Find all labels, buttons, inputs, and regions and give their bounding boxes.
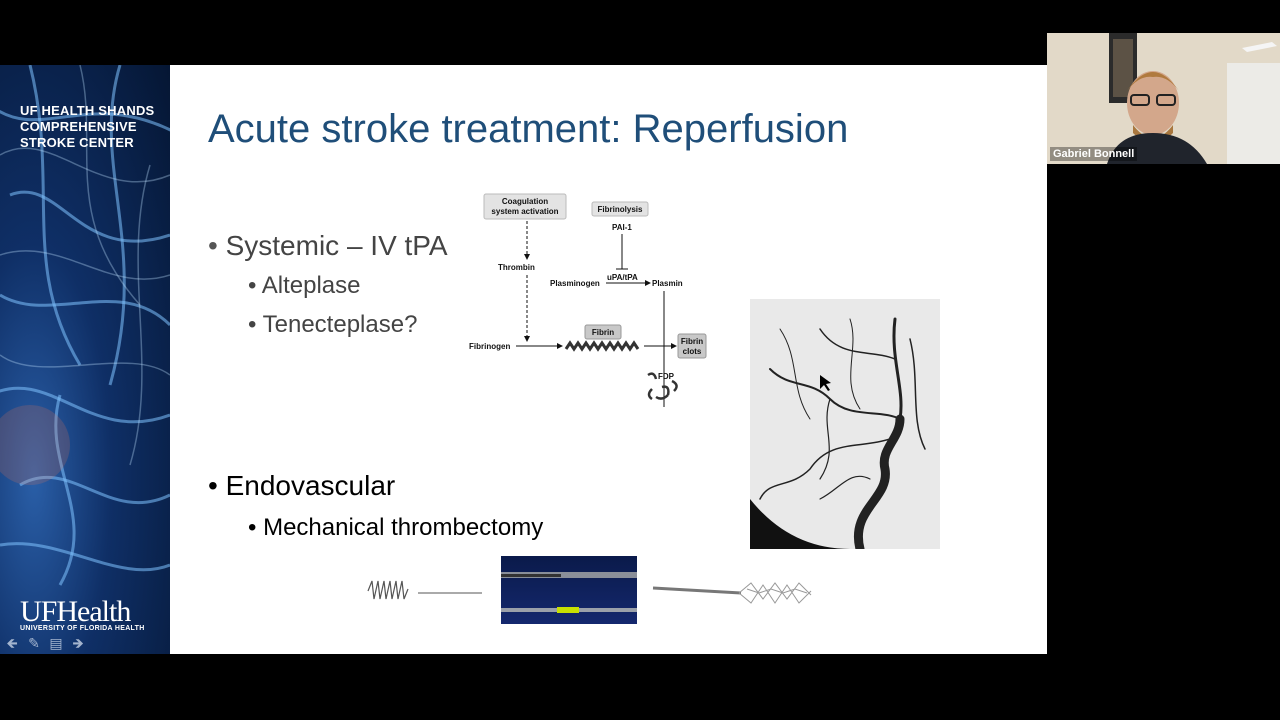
upa-label: uPA/tPA: [607, 273, 638, 282]
plasminogen-label: Plasminogen: [550, 279, 600, 288]
slide-sidebar: UF HEALTH SHANDS COMPREHENSIVE STROKE CE…: [0, 65, 170, 654]
brand-line-1: UF HEALTH SHANDS: [20, 103, 155, 118]
slideshow-toolbar: 🡸 ✎ ▤ 🡺: [0, 633, 104, 653]
neuron-background-image: [0, 65, 170, 586]
fibrinolysis-diagram: Coagulation system activation Thrombin F…: [469, 193, 707, 407]
sub-bullet-thrombectomy: • Mechanical thrombectomy: [248, 514, 544, 541]
bullet-endovascular-text: Endovascular: [225, 470, 396, 501]
fibrin-strand-icon: [564, 340, 640, 352]
stent-retriever-image: [652, 582, 812, 604]
sub-bullet-tenecteplase-text: Tenecteplase?: [262, 311, 418, 338]
thrombin-label: Thrombin: [498, 263, 535, 272]
coagulation-label-1: Coagulation: [502, 197, 548, 206]
brand-text: UF HEALTH SHANDS COMPREHENSIVE STROKE CE…: [20, 103, 154, 151]
brand-line-3: STROKE CENTER: [20, 135, 134, 150]
fibrinolysis-label: Fibrinolysis: [598, 205, 643, 214]
logo-subtitle: UNIVERSITY OF FLORIDA HEALTH: [20, 625, 145, 632]
next-slide-icon[interactable]: 🡺: [72, 635, 84, 651]
fibrinolysis-box: [591, 201, 649, 217]
fibrin-box: [584, 324, 622, 340]
bullet-systemic-text: Systemic – IV tPA: [225, 230, 448, 261]
participant-video-tile[interactable]: Gabriel Bonnell: [1047, 33, 1280, 164]
sub-bullet-tenecteplase: • Tenecteplase?: [248, 311, 418, 338]
brand-line-2: COMPREHENSIVE: [20, 119, 137, 134]
fibrin-clots-label-2: clots: [683, 347, 702, 356]
ufhealth-logo: UFHealth UNIVERSITY OF FLORIDA HEALTH: [20, 595, 145, 632]
participant-name-label: Gabriel Bonnell: [1050, 147, 1138, 161]
plasmin-label: Plasmin: [652, 279, 683, 288]
fibrin-label: Fibrin: [592, 328, 614, 337]
fdp-label: FDP: [658, 372, 675, 381]
pen-icon[interactable]: ✎: [28, 635, 40, 651]
coil-retriever-image: [367, 580, 482, 600]
cerebral-angiogram-image: [750, 299, 940, 549]
fibrin-clots-label-1: Fibrin: [681, 337, 703, 346]
sub-bullet-alteplase-text: Alteplase: [261, 272, 361, 299]
sub-bullet-thrombectomy-text: Mechanical thrombectomy: [263, 514, 544, 541]
previous-slide-icon[interactable]: 🡸: [6, 635, 18, 651]
fibrin-clots-box: [677, 333, 707, 359]
bullet-systemic: • Systemic – IV tPA: [208, 230, 448, 261]
participant-video-image: [1047, 33, 1280, 164]
fdp-fragments-icon: [647, 372, 678, 401]
slide-menu-icon[interactable]: ▤: [49, 635, 63, 651]
coagulation-box: [483, 193, 567, 220]
bullet-endovascular: • Endovascular: [208, 470, 396, 501]
pai-label: PAI-1: [612, 223, 632, 232]
aspiration-catheter-image: [501, 556, 637, 624]
slide: UF HEALTH SHANDS COMPREHENSIVE STROKE CE…: [0, 65, 1047, 654]
logo-text: UFHealth: [20, 595, 131, 628]
slide-title: Acute stroke treatment: Reperfusion: [208, 107, 849, 151]
mouse-cursor-icon: [820, 375, 831, 391]
sub-bullet-alteplase: • Alteplase: [248, 272, 361, 299]
coagulation-label-2: system activation: [491, 207, 558, 216]
fibrinogen-label: Fibrinogen: [469, 342, 510, 351]
